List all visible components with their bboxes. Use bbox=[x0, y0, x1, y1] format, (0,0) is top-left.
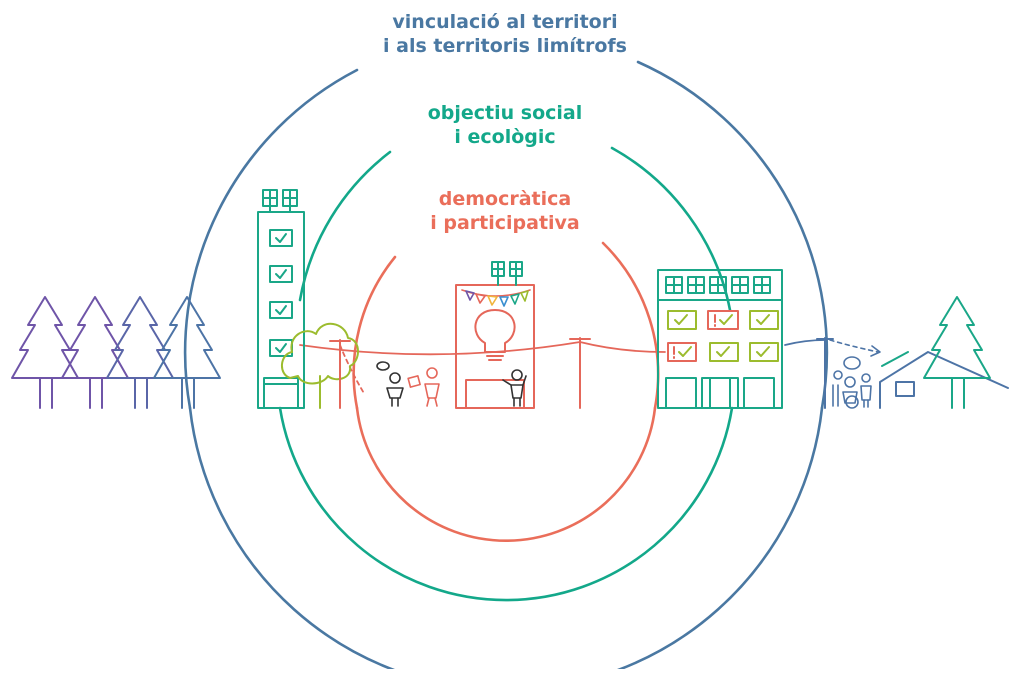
person-icon bbox=[407, 367, 440, 407]
person-icon bbox=[502, 369, 527, 407]
house-icon bbox=[879, 351, 1009, 409]
pine-tree-icon bbox=[11, 296, 79, 409]
solar-panel-icon bbox=[262, 189, 298, 213]
utility-pole-icon bbox=[329, 339, 351, 409]
arrow-icon bbox=[829, 339, 881, 357]
utility-pole-icon bbox=[816, 337, 834, 409]
inner-label-line1: democràtica bbox=[438, 188, 572, 210]
alert-check-box-icon bbox=[667, 310, 739, 362]
bunting-flags bbox=[461, 289, 531, 307]
inner-circle bbox=[352, 241, 660, 542]
pine-tree-icon bbox=[153, 296, 221, 409]
tower-building bbox=[257, 211, 305, 409]
middle-label-line2: i ecològic bbox=[454, 126, 556, 148]
check-box-icon bbox=[667, 310, 779, 362]
solar-panel-icon bbox=[665, 276, 771, 294]
check-box-icon bbox=[269, 229, 293, 357]
person-icon bbox=[376, 361, 404, 407]
pine-tree-icon bbox=[61, 296, 129, 409]
community-building bbox=[455, 284, 535, 409]
apartment-building bbox=[657, 269, 783, 409]
utility-pole-icon bbox=[569, 337, 591, 409]
power-wires bbox=[299, 339, 826, 396]
inner-circle-label: democràtica i participativa bbox=[380, 187, 630, 235]
lightbulb-icon bbox=[474, 309, 516, 361]
outer-label-line2: i als territoris limítrofs bbox=[383, 35, 627, 57]
outer-circle-label: vinculació al territori i als territoris… bbox=[305, 10, 705, 58]
outer-circle bbox=[183, 60, 829, 673]
middle-label-line1: objectiu social bbox=[427, 102, 583, 124]
inner-label-line2: i participativa bbox=[430, 212, 580, 234]
pine-tree-icon bbox=[923, 296, 991, 409]
pine-tree-icon bbox=[106, 296, 174, 409]
middle-circle-label: objectiu social i ecològic bbox=[355, 101, 655, 149]
person-icon bbox=[832, 356, 872, 409]
solar-panel-icon bbox=[491, 261, 523, 286]
tree-icon bbox=[281, 323, 359, 409]
outer-label-line1: vinculació al territori bbox=[392, 11, 618, 33]
